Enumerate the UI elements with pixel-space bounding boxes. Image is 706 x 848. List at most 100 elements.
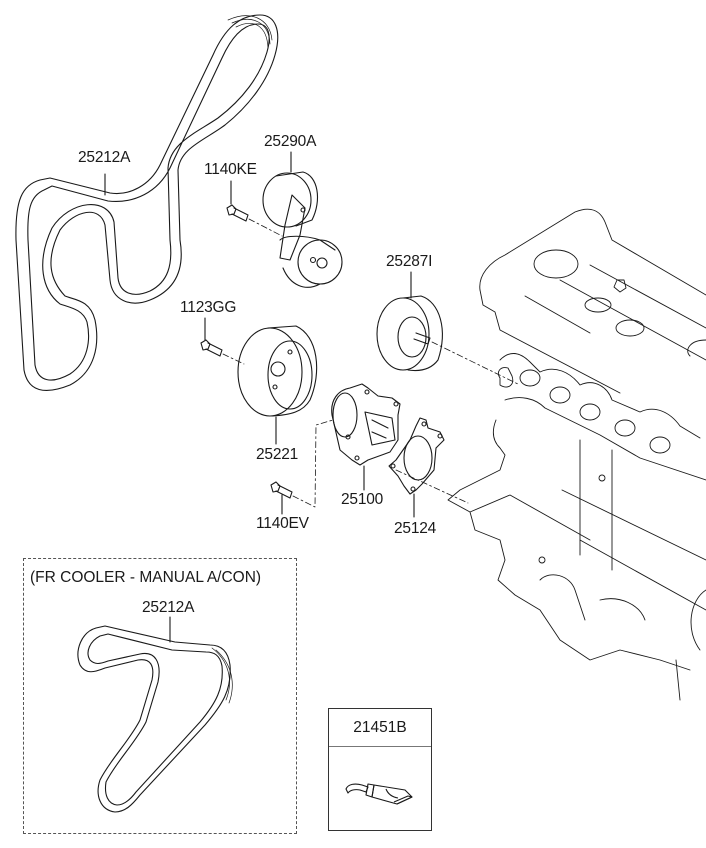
variant-box: [23, 558, 297, 834]
part-label-25290A[interactable]: 25290A: [264, 133, 317, 150]
block-front-face-lower: [470, 512, 690, 670]
gasket-axis-line: [396, 470, 468, 503]
tensioner-pulley-rim: [276, 172, 318, 226]
cover-ridge-3: [590, 265, 706, 328]
pump-pulley-hole-2: [273, 385, 277, 389]
manifold-lower-edge: [505, 398, 706, 480]
pump-pulley-rim: [268, 326, 317, 416]
tube-highlight: [386, 789, 398, 798]
gasket-hole-4: [411, 487, 415, 491]
spark-plug-well-1: [585, 298, 611, 312]
manifold-port-5: [650, 437, 670, 453]
block-front-face: [448, 420, 590, 540]
cover-boss: [614, 280, 626, 292]
idler-rim: [403, 296, 442, 371]
tensioner-pin: [311, 258, 316, 263]
tensioner-arm-hole: [301, 208, 305, 212]
drive-belt-main[interactable]: [16, 15, 278, 390]
part-label-21451B[interactable]: 21451B: [353, 718, 407, 736]
variant-caption: (FR COOLER - MANUAL A/CON): [30, 569, 262, 586]
part-label-25100[interactable]: 25100: [341, 491, 384, 508]
bolt-axis-line: [223, 354, 244, 364]
cover-front-edge: [480, 290, 620, 393]
bolt-shank: [276, 485, 292, 498]
idler-axis-line: [432, 342, 520, 385]
block-bolt-boss-2: [539, 557, 545, 563]
variant-belt-rib-2: [216, 650, 232, 703]
belt-rib-3: [236, 23, 268, 48]
block-bolt-boss: [599, 475, 605, 481]
variant-belt-inner: [88, 634, 222, 805]
cover-ridge-1: [525, 296, 590, 333]
tensioner-assembly[interactable]: [263, 172, 342, 287]
water-pump-pulley[interactable]: [238, 326, 317, 416]
kit-box-21451B[interactable]: 21451B: [328, 708, 432, 831]
tensioner-housing: [280, 236, 335, 287]
part-label-25221[interactable]: 25221: [256, 446, 299, 463]
belt-inner-edge: [28, 24, 269, 380]
gasket-hole-2: [438, 434, 442, 438]
gasket-hole-1: [422, 422, 426, 426]
crank-pulley-arc: [691, 590, 706, 650]
gasket[interactable]: [389, 418, 468, 503]
pump-bolt-hole-4: [346, 435, 350, 439]
gasket-hole-3: [391, 464, 395, 468]
bolt-head: [271, 482, 280, 492]
bolt-head: [227, 205, 236, 215]
cylinder-head-cover: [480, 209, 706, 295]
exhaust-manifold: [500, 353, 700, 438]
pump-bolt-hole-1: [365, 390, 369, 394]
manifold-port-2: [550, 387, 570, 403]
tube-body: [372, 785, 412, 804]
gasket-outline: [389, 418, 444, 494]
spark-plug-well-2: [616, 320, 644, 336]
part-label-25212A-variant[interactable]: 25212A: [142, 599, 195, 616]
bolt-1140EV[interactable]: [271, 420, 333, 507]
tensioner-arm: [280, 195, 305, 260]
idler-pulley[interactable]: [377, 296, 520, 385]
manifold-port-3: [580, 404, 600, 420]
pump-bolt-hole-3: [355, 456, 359, 460]
water-pump[interactable]: [332, 384, 400, 465]
tube-crimp: [394, 796, 412, 804]
part-label-1140EV[interactable]: 1140EV: [256, 515, 309, 532]
belt-outer-edge: [16, 15, 278, 390]
belt-rib-2: [232, 19, 270, 44]
part-label-1123GG[interactable]: 1123GG: [180, 299, 237, 316]
part-label-25124[interactable]: 25124: [394, 520, 437, 537]
manifold-port-1: [520, 370, 540, 386]
idler-stud: [414, 333, 430, 344]
pump-pulley-face: [268, 341, 312, 409]
bolt-axis-line: [249, 219, 282, 236]
drive-belt-variant[interactable]: [78, 626, 232, 812]
bolt-shank: [232, 208, 248, 221]
block-panel-edge-2: [580, 540, 706, 610]
oil-filler-cap: [534, 250, 578, 278]
kit-box-header: 21451B: [329, 709, 431, 747]
block-lower-detail: [540, 575, 645, 620]
belt-rib-1: [228, 16, 272, 40]
manifold-port-4: [615, 420, 635, 436]
pump-pulley-hole-1: [288, 350, 292, 354]
variant-belt-rib: [212, 648, 230, 700]
part-label-25287I[interactable]: 25287I: [386, 253, 433, 270]
bolt-axis-line: [293, 420, 333, 507]
water-outlet: [498, 368, 512, 387]
pump-impeller: [365, 412, 395, 445]
bolt-1140KE[interactable]: [227, 205, 282, 236]
bolt-shank: [206, 343, 222, 356]
pump-inlet: [333, 393, 357, 437]
sealant-tube-icon: [346, 784, 412, 804]
part-label-1140KE[interactable]: 1140KE: [204, 161, 257, 178]
pump-flange: [332, 384, 400, 465]
tube-nozzle: [346, 784, 368, 793]
part-label-25212A[interactable]: 25212A: [78, 149, 131, 166]
block-right-edge: [676, 660, 680, 700]
pump-pulley-hub: [271, 362, 285, 376]
tensioner-bore: [317, 258, 327, 268]
tensioner-pulley: [263, 173, 311, 227]
engine-block: [448, 209, 706, 700]
block-panel-edge: [562, 490, 706, 560]
